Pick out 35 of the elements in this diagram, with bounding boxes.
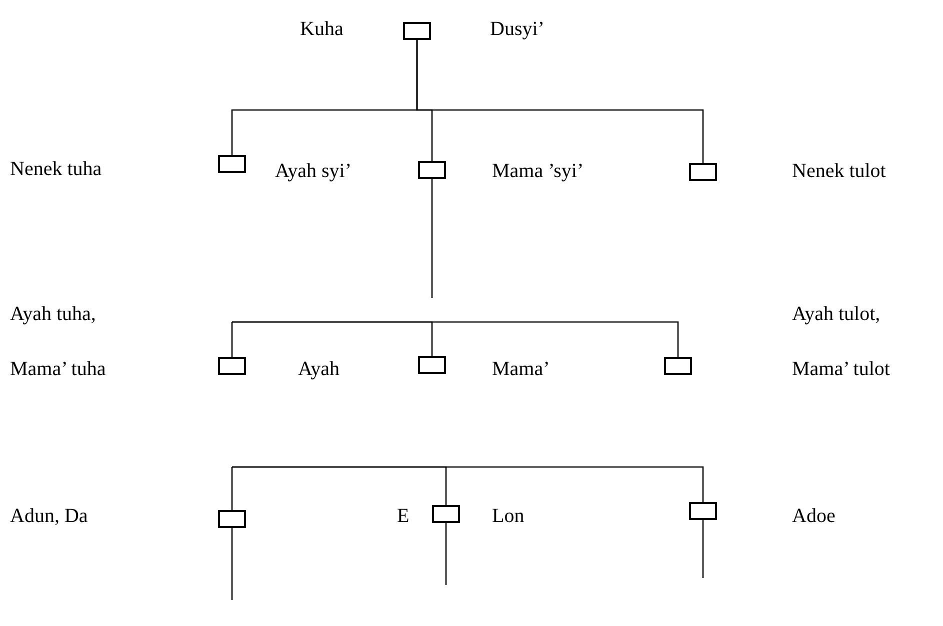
person-box bbox=[664, 357, 692, 375]
kin-term-label: Mama’ tulot bbox=[792, 358, 890, 380]
kin-term-label: Ayah bbox=[298, 358, 340, 380]
kin-term-label: Mama’ tuha bbox=[10, 358, 106, 380]
connector-line bbox=[445, 523, 447, 585]
connector-line bbox=[231, 466, 233, 510]
person-box bbox=[418, 161, 446, 179]
kin-term-label: Lon bbox=[492, 505, 524, 527]
connector-line bbox=[416, 40, 704, 163]
person-box bbox=[218, 510, 246, 528]
connector-line bbox=[702, 520, 704, 578]
kin-term-label: Ayah tulot, bbox=[792, 303, 880, 325]
kin-term-label: Ayah tuha, bbox=[10, 303, 96, 325]
kin-term-label: E bbox=[397, 505, 410, 527]
kin-term-label: Mama’ bbox=[492, 358, 550, 380]
connector-line bbox=[231, 321, 233, 357]
person-box bbox=[418, 356, 446, 374]
kin-term-label: Nenek tulot bbox=[792, 160, 886, 182]
person-box bbox=[403, 22, 431, 40]
kin-term-label: Dusyi’ bbox=[490, 18, 544, 40]
kin-term-label: Adoe bbox=[792, 505, 836, 527]
person-box bbox=[432, 505, 460, 523]
person-box bbox=[689, 502, 717, 520]
kin-term-label: Ayah syi’ bbox=[275, 160, 352, 182]
connector-line bbox=[232, 321, 679, 357]
kin-term-label: Mama ’syi’ bbox=[492, 160, 584, 182]
person-box bbox=[689, 163, 717, 181]
person-box bbox=[218, 357, 246, 375]
kin-term-label: Kuha bbox=[300, 18, 344, 40]
kin-term-label: Adun, Da bbox=[10, 505, 88, 527]
connector-line bbox=[231, 528, 233, 600]
person-box bbox=[218, 155, 246, 173]
kin-term-label: Nenek tuha bbox=[10, 158, 102, 180]
connector-line bbox=[431, 179, 433, 298]
connector-line bbox=[232, 466, 704, 502]
